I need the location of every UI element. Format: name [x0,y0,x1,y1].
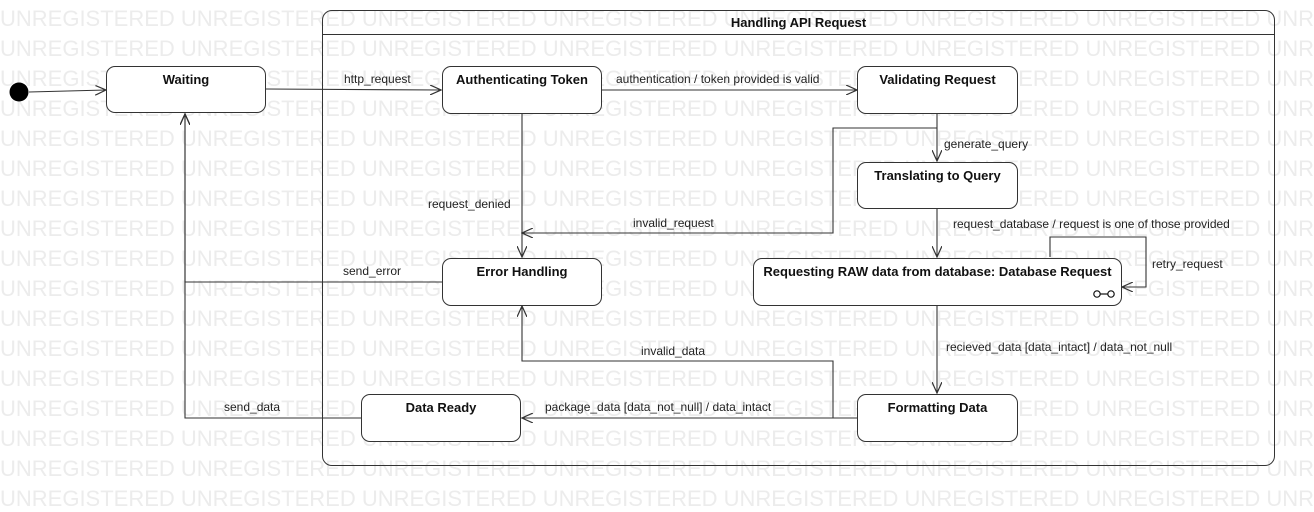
composite-state-handling-api-request[interactable]: Handling API Request [322,10,1275,466]
state-waiting[interactable]: Waiting [106,66,266,113]
state-label: Requesting RAW data from database: Datab… [763,264,1112,279]
state-validating-request[interactable]: Validating Request [857,66,1018,114]
state-error-handling[interactable]: Error Handling [442,258,602,306]
watermark-row: UNREGISTERED UNREGISTERED UNREGISTERED U… [0,336,1314,361]
watermark-row: UNREGISTERED UNREGISTERED UNREGISTERED U… [0,186,1314,211]
label-invalid-data: invalid_data [641,344,706,358]
watermark-row: UNREGISTERED UNREGISTERED UNREGISTERED U… [0,126,1314,151]
label-retry-request: retry_request [1152,257,1223,271]
state-authenticating-token[interactable]: Authenticating Token [442,66,602,114]
label-invalid-request: invalid_request [633,216,714,230]
state-formatting-data[interactable]: Formatting Data [857,394,1018,442]
state-requesting-raw-data[interactable]: Requesting RAW data from database: Datab… [753,258,1122,306]
label-generate-query: generate_query [944,137,1029,151]
edge-initial [28,90,106,92]
watermark-row: UNREGISTERED UNREGISTERED UNREGISTERED U… [0,366,1314,391]
label-send-error: send_error [343,264,402,278]
state-translating-to-query[interactable]: Translating to Query [857,162,1018,209]
watermark-row: UNREGISTERED UNREGISTERED UNREGISTERED U… [0,36,1314,61]
watermark-row: UNREGISTERED UNREGISTERED UNREGISTERED U… [0,306,1314,331]
state-data-ready[interactable]: Data Ready [361,394,521,442]
state-label: Data Ready [405,400,477,415]
label-request-database: request_database / request is one of tho… [953,217,1230,231]
initial-state-icon [9,82,29,102]
submachine-icon [1093,287,1115,302]
edge-http-request [265,89,441,90]
label-request-denied: request_denied [428,197,511,211]
edge-retry-request [1049,236,1147,287]
state-label: Waiting [162,72,210,87]
watermark-row: UNREGISTERED UNREGISTERED UNREGISTERED U… [0,396,1314,421]
watermark-row: UNREGISTERED UNREGISTERED UNREGISTERED U… [0,426,1314,451]
label-authentication: authentication / token provided is valid [616,72,820,86]
edge-invalid-request [522,127,937,233]
label-package-data: package_data [data_not_null] / data_inta… [545,400,772,414]
watermark-row: UNREGISTERED UNREGISTERED UNREGISTERED U… [0,156,1314,181]
state-label: Authenticating Token [456,72,588,87]
state-label: Formatting Data [887,400,988,415]
edge-send-data [185,114,361,419]
state-label: Translating to Query [874,168,1001,183]
label-http-request: http_request [344,72,411,86]
composite-title: Handling API Request [323,11,1274,35]
state-label: Validating Request [879,72,996,87]
label-send-data: send_data [224,400,281,414]
state-label: Error Handling [476,264,568,279]
watermark-row: UNREGISTERED UNREGISTERED UNREGISTERED U… [0,456,1314,481]
label-recieved-data: recieved_data [data_intact] / data_not_n… [946,340,1173,354]
